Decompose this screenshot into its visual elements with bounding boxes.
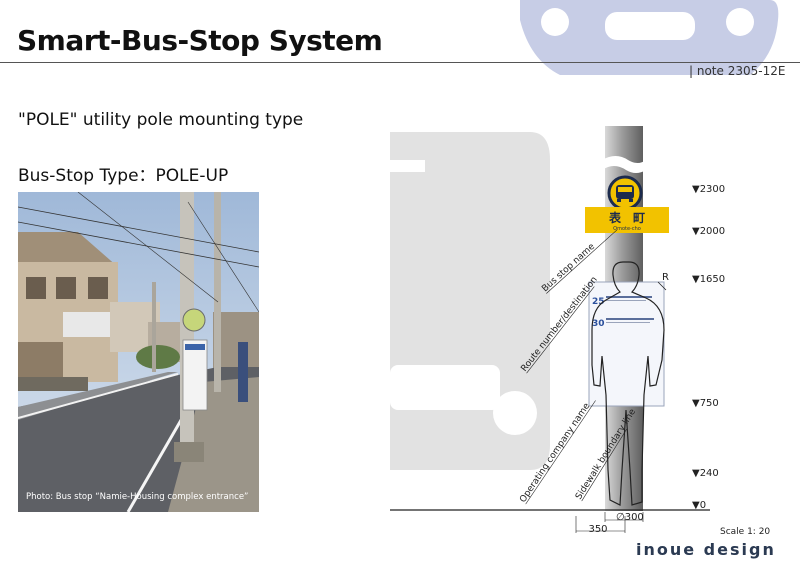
pole-mounting-diagram: 表 町 Omote-cho 25 30 R ▼2300 ▼2000 ▼1650 … [390, 126, 725, 535]
route-1-destination-line [606, 296, 652, 298]
sidewalk-leader [581, 428, 627, 502]
bus-stop-type-heading: Bus-Stop Type：POLE-UP [18, 166, 229, 186]
level-240: ▼240 [692, 468, 719, 479]
route-2-sub-line [606, 322, 650, 323]
bus-shape-slot [390, 160, 425, 172]
bus-watermark-icon [520, 0, 779, 75]
bus-stop-photo: Photo: Bus stop “Namie-Housing complex e… [18, 192, 259, 512]
route-number-2: 30 [592, 319, 605, 329]
route-1-sub-line [606, 300, 646, 301]
bus-shape-window [390, 365, 500, 410]
stop-name-en: Omote-cho [613, 226, 641, 232]
route-leader [526, 286, 595, 374]
bus-icon [616, 185, 634, 202]
stop-name-jp: 表 町 [608, 210, 645, 225]
mounting-type-heading: "POLE" utility pole mounting type [18, 110, 304, 130]
pole-diameter-dimension: ∅300 [616, 512, 644, 523]
photo-caption: Photo: Bus stop “Namie-Housing complex e… [26, 492, 249, 502]
level-750: ▼750 [692, 398, 719, 409]
width-dimension: 350 [588, 524, 607, 535]
brand-name: inoue design [636, 540, 776, 559]
street-scene-illustration [18, 192, 259, 512]
bus-shape-wheel [493, 391, 537, 435]
level-2000: ▼2000 [692, 226, 725, 237]
pole-break-mark [602, 156, 646, 173]
route-2-destination-line [606, 318, 654, 320]
stop-name-plate [585, 207, 669, 233]
note-number: | note 2305-12E [689, 64, 786, 78]
level-2300: ▼2300 [692, 184, 725, 195]
person-silhouette-outline [591, 261, 665, 506]
scale-label: Scale 1: 20 [720, 527, 771, 537]
bus-stop-name-leader [546, 229, 618, 294]
title-divider [0, 62, 800, 63]
corner-radius-label: R [662, 272, 669, 283]
radius-leader-line [657, 281, 667, 291]
level-1650: ▼1650 [692, 274, 725, 285]
company-leader [525, 400, 596, 505]
page-title: Smart-Bus-Stop System [17, 24, 383, 57]
route-number-1: 25 [592, 297, 605, 307]
level-0: ▼0 [692, 500, 706, 511]
